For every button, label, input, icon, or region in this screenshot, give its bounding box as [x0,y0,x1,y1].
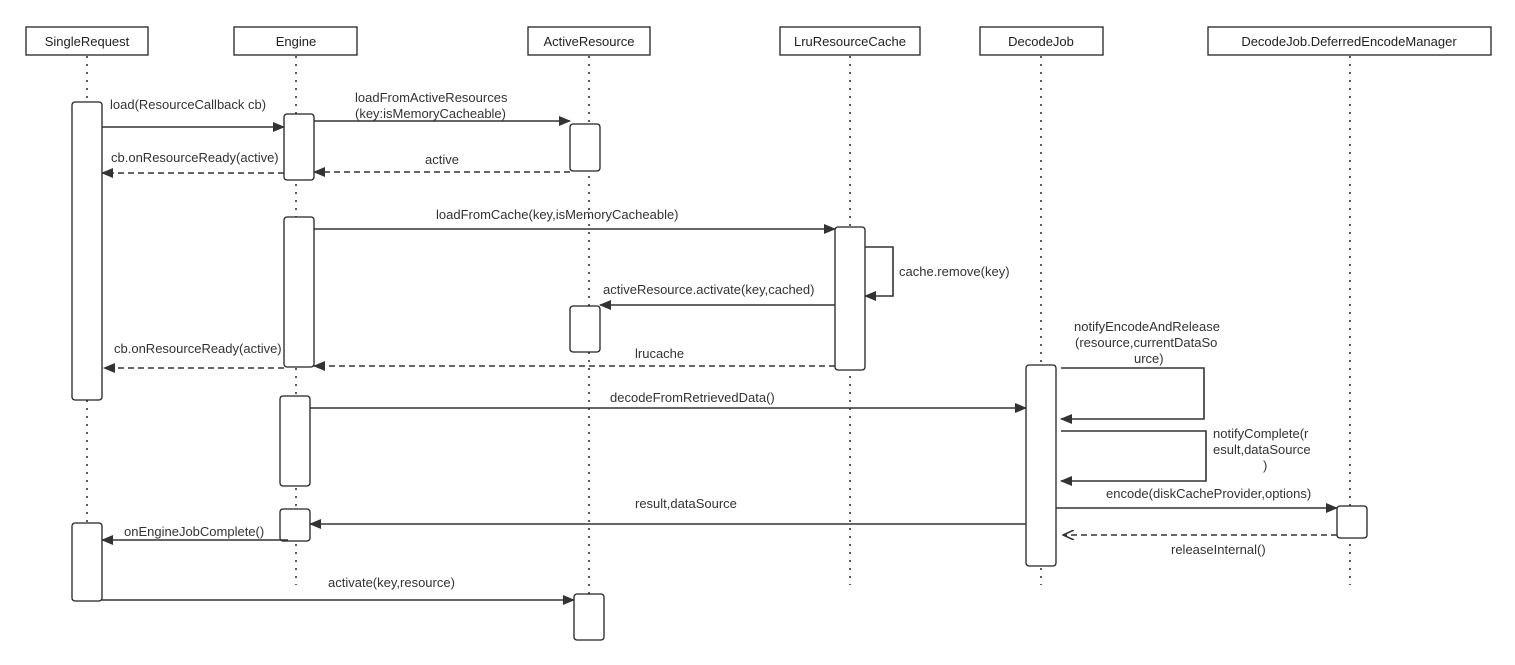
message-release-internal-return: releaseInternal() [1063,535,1337,557]
message-label-line: (key:isMemoryCacheable) [355,106,506,121]
participant-label: LruResourceCache [794,34,906,49]
message-on-engine-job-complete: onEngineJobComplete() [101,524,288,545]
message-label-line: notifyEncodeAndRelease [1074,319,1220,334]
activation-engine-2 [283,216,315,368]
participant-label: DecodeJob.DeferredEncodeManager [1241,34,1457,49]
activation-decode-job [1025,364,1057,567]
message-load-from-active-resources: loadFromActiveResources (key:isMemoryCac… [314,90,571,126]
message-active-return: active [313,152,570,177]
message-lrucache-return: lrucache [313,346,835,371]
message-label: cb.onResourceReady(active) [111,150,279,165]
message-notify-encode-and-release: notifyEncodeAndRelease (resource,current… [1060,319,1220,424]
participant-label: Engine [276,34,316,49]
participant-deferred-encode-manager: DecodeJob.DeferredEncodeManager [1207,26,1492,56]
activation-active-resource-1 [569,123,601,172]
message-label-line: loadFromActiveResources [355,90,508,105]
message-label: result,dataSource [635,496,737,511]
message-label: encode(diskCacheProvider,options) [1106,486,1311,501]
message-notify-complete: notifyComplete(r esult,dataSource ) [1060,426,1311,486]
message-label-line: urce) [1134,351,1164,366]
activation-single-request-2 [71,522,103,602]
message-encode: encode(diskCacheProvider,options) [1056,486,1338,513]
message-label: activate(key,resource) [328,575,455,590]
activation-deferred-encode-manager [1336,505,1368,539]
participant-label: DecodeJob [1008,34,1074,49]
activation-active-resource-3 [573,593,605,641]
participant-label: SingleRequest [45,34,130,49]
message-label-line: notifyComplete(r [1213,426,1309,441]
participant-lru-resource-cache: LruResourceCache [779,26,921,56]
message-label-line: esult,dataSource [1213,442,1311,457]
message-label: loadFromCache(key,isMemoryCacheable) [436,207,679,222]
message-activate: activate(key,resource) [102,575,575,605]
message-label: load(ResourceCallback cb) [110,97,266,112]
message-label: lrucache [635,346,684,361]
message-label: active [425,152,459,167]
message-cache-remove: cache.remove(key) [864,246,1010,301]
activation-lru-resource-cache [834,226,866,371]
participant-active-resource: ActiveResource [527,26,651,56]
activation-single-request-1 [71,101,103,401]
participant-engine: Engine [233,26,358,56]
message-cb-on-resource-ready-2: cb.onResourceReady(active) [103,341,284,373]
activation-engine-4 [279,508,311,542]
message-label: cb.onResourceReady(active) [114,341,282,356]
activation-engine-3 [279,395,311,487]
message-label: activeResource.activate(key,cached) [603,282,814,297]
message-label: releaseInternal() [1171,542,1266,557]
message-load-from-cache: loadFromCache(key,isMemoryCacheable) [314,207,836,234]
activation-active-resource-2 [569,305,601,353]
message-label: decodeFromRetrievedData() [610,390,775,405]
message-label: onEngineJobComplete() [124,524,264,539]
participant-single-request: SingleRequest [25,26,149,56]
message-cb-on-resource-ready-1: cb.onResourceReady(active) [101,150,284,178]
participant-label: ActiveResource [543,34,634,49]
participant-decode-job: DecodeJob [979,26,1104,56]
message-result-data-source: result,dataSource [309,496,1026,529]
activation-engine-1 [283,113,315,181]
message-decode-from-retrieved-data: decodeFromRetrievedData() [310,390,1027,413]
message-active-resource-activate: activeResource.activate(key,cached) [599,282,835,310]
message-label: cache.remove(key) [899,264,1010,279]
message-label-line: ) [1263,458,1267,473]
message-label-line: (resource,currentDataSo [1075,335,1217,350]
message-load: load(ResourceCallback cb) [102,97,285,132]
